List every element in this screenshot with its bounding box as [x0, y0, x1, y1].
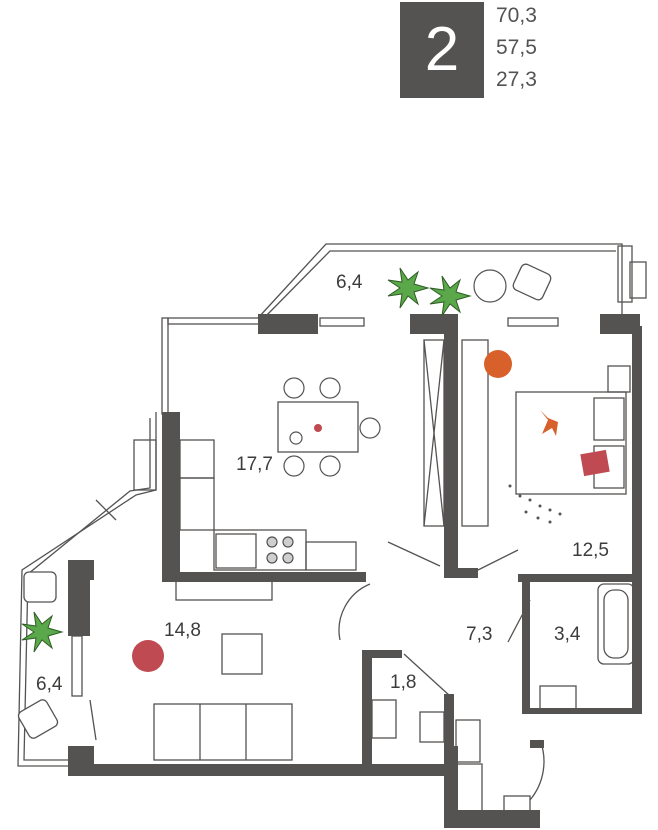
- room-area-balcony-top: 6,4: [336, 272, 363, 293]
- bedside-lamp: [484, 350, 512, 378]
- bedspread-pattern: [540, 410, 558, 436]
- room-area-bedroom: 12,5: [572, 540, 609, 561]
- dining-chairs: [283, 269, 507, 477]
- room-area-living: 14,8: [164, 620, 201, 641]
- plant-icon: [21, 267, 472, 653]
- armchair-icon: [17, 263, 552, 739]
- total-area: 70,3: [496, 4, 537, 27]
- kitchen-area: 27,3: [496, 68, 537, 91]
- rug-dots: [508, 484, 562, 524]
- room-count-badge: 2: [400, 2, 484, 98]
- room-area-balcony-left: 6,4: [36, 674, 63, 695]
- thin-outlines: [17, 243, 647, 819]
- ac-icon: [132, 640, 164, 672]
- pillow: [580, 449, 610, 477]
- walls: [68, 314, 642, 828]
- room-area-hall: 7,3: [466, 624, 492, 645]
- stove-icon: [266, 536, 278, 548]
- room-area-bathroom: 3,4: [554, 624, 581, 645]
- stove-burners: [267, 537, 293, 563]
- room-area-toilet: 1,8: [390, 672, 416, 693]
- room-count: 2: [424, 15, 460, 84]
- living-area: 57,5: [496, 36, 537, 59]
- room-area-kitchen-living: 17,7: [236, 454, 273, 475]
- area-stats: 70,3 57,5 27,3: [496, 0, 537, 96]
